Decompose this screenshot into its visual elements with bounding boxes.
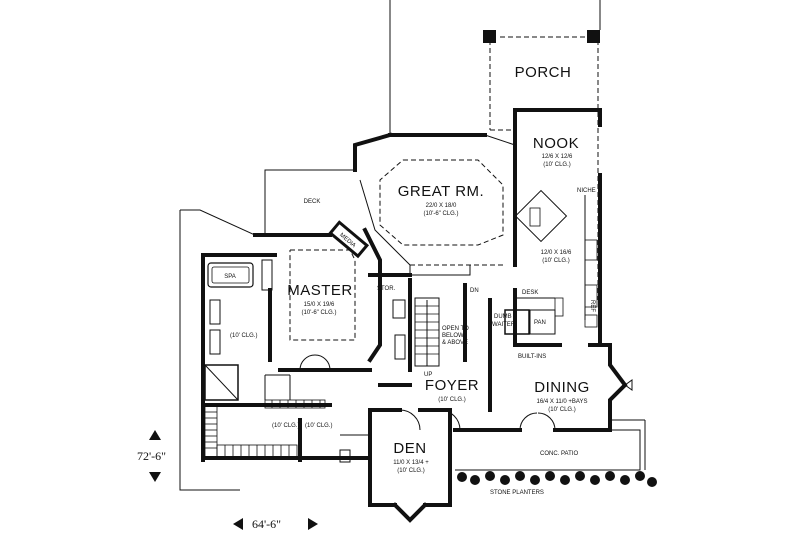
dining-size: 16/4 X 11/0 +BAYS xyxy=(537,399,588,405)
master-ceiling: (10'-6" CLG.) xyxy=(302,310,337,316)
stone-planters xyxy=(457,471,657,487)
open-below-label-2: BELOW xyxy=(442,333,464,339)
porch-post-right xyxy=(587,30,600,43)
patio: CONC. PATIO STONE PLANTERS xyxy=(455,419,657,496)
great-room: GREAT RM. 22/0 X 18/0 (10'-6" CLG.) MEDI… xyxy=(328,132,516,266)
kitchen-island xyxy=(514,189,568,243)
kitchen-ceiling: (10' CLG.) xyxy=(542,258,570,264)
foyer: FOYER (10' CLG.) BUILT-INS xyxy=(378,298,546,432)
closet-shelving-hatch xyxy=(204,399,326,458)
depth-label: 72'-6" xyxy=(137,449,166,463)
master-label: MASTER xyxy=(287,282,353,299)
deck-area: DECK xyxy=(264,169,355,235)
kitchen-size: 12/0 X 16/6 xyxy=(541,250,572,256)
spa-label: SPA xyxy=(224,274,236,280)
den-ceiling: (10' CLG.) xyxy=(397,468,425,474)
width-label: 64'-6" xyxy=(252,517,281,531)
porch-post-left xyxy=(483,30,496,43)
width-dimension: 64'-6" xyxy=(233,517,318,531)
stone-planters-label: STONE PLANTERS xyxy=(490,490,544,496)
arrow-left-icon xyxy=(233,518,243,530)
master-size: 15/0 X 19/6 xyxy=(304,302,335,308)
storage-label: STOR. xyxy=(377,286,396,292)
bath-ceiling: (10' CLG.) xyxy=(230,333,258,339)
arrow-down-icon xyxy=(149,472,161,482)
nook-ceiling: (10' CLG.) xyxy=(543,162,571,168)
great-room-ceiling: (10'-6" CLG.) xyxy=(424,211,459,217)
stair-down-label: DN xyxy=(470,288,479,294)
porch-area: PORCH xyxy=(389,0,601,300)
great-room-size: 22/0 X 18/0 xyxy=(426,203,457,209)
built-ins-label: BUILT-INS xyxy=(518,354,546,360)
media-niche xyxy=(328,220,370,259)
stair-core: STOR. DN UP OPEN TO BELOW & ABOVE xyxy=(368,265,479,378)
open-below-label-3: & ABOVE xyxy=(442,340,468,346)
niche-label: NICHE xyxy=(577,188,596,194)
arrow-right-icon xyxy=(308,518,318,530)
spa-tub xyxy=(207,262,254,288)
dining-ceiling: (10' CLG.) xyxy=(548,407,576,413)
nook-label: NOOK xyxy=(533,135,579,152)
closet-ceiling-2: (10' CLG.) xyxy=(305,423,333,429)
dumb-waiter-label-2: WAITER xyxy=(492,322,516,328)
desk-label: DESK xyxy=(522,290,538,296)
dumb-waiter-label-1: DUMB xyxy=(494,314,512,320)
arrow-up-icon xyxy=(149,430,161,440)
deck-label: DECK xyxy=(304,199,321,205)
closet-ceiling-1: (10' CLG.) xyxy=(272,423,300,429)
great-room-label: GREAT RM. xyxy=(398,183,484,200)
ref-label: REF xyxy=(589,300,595,312)
pan-label: PAN xyxy=(534,320,546,326)
stair-up-label: UP xyxy=(424,372,432,378)
conc-patio-label: CONC. PATIO xyxy=(540,451,578,457)
den-label: DEN xyxy=(393,440,426,457)
open-below-label-1: OPEN TO xyxy=(442,326,469,332)
foyer-label: FOYER xyxy=(425,377,479,394)
nook-size: 12/6 X 12/6 xyxy=(542,154,573,160)
den-size: 11/0 X 13/4 + xyxy=(393,460,429,466)
master-suite: MASTER 15/0 X 19/6 (10'-6" CLG.) xyxy=(253,227,382,372)
nook-kitchen-walls: NOOK 12/6 X 12/6 (10' CLG.) 12/0 X 16/6 … xyxy=(492,108,602,347)
dining: DINING 16/4 X 11/0 +BAYS (10' CLG.) xyxy=(498,343,633,432)
depth-dimension: 72'-6" xyxy=(137,430,166,482)
den: DEN 11/0 X 13/4 + (10' CLG.) xyxy=(339,408,452,523)
dining-label: DINING xyxy=(534,379,590,396)
foyer-ceiling: (10' CLG.) xyxy=(438,397,466,403)
master-bath: SPA (10' CLG.) (10' CLG.) (10' CLG.) xyxy=(179,209,372,491)
porch-label: PORCH xyxy=(515,64,572,81)
